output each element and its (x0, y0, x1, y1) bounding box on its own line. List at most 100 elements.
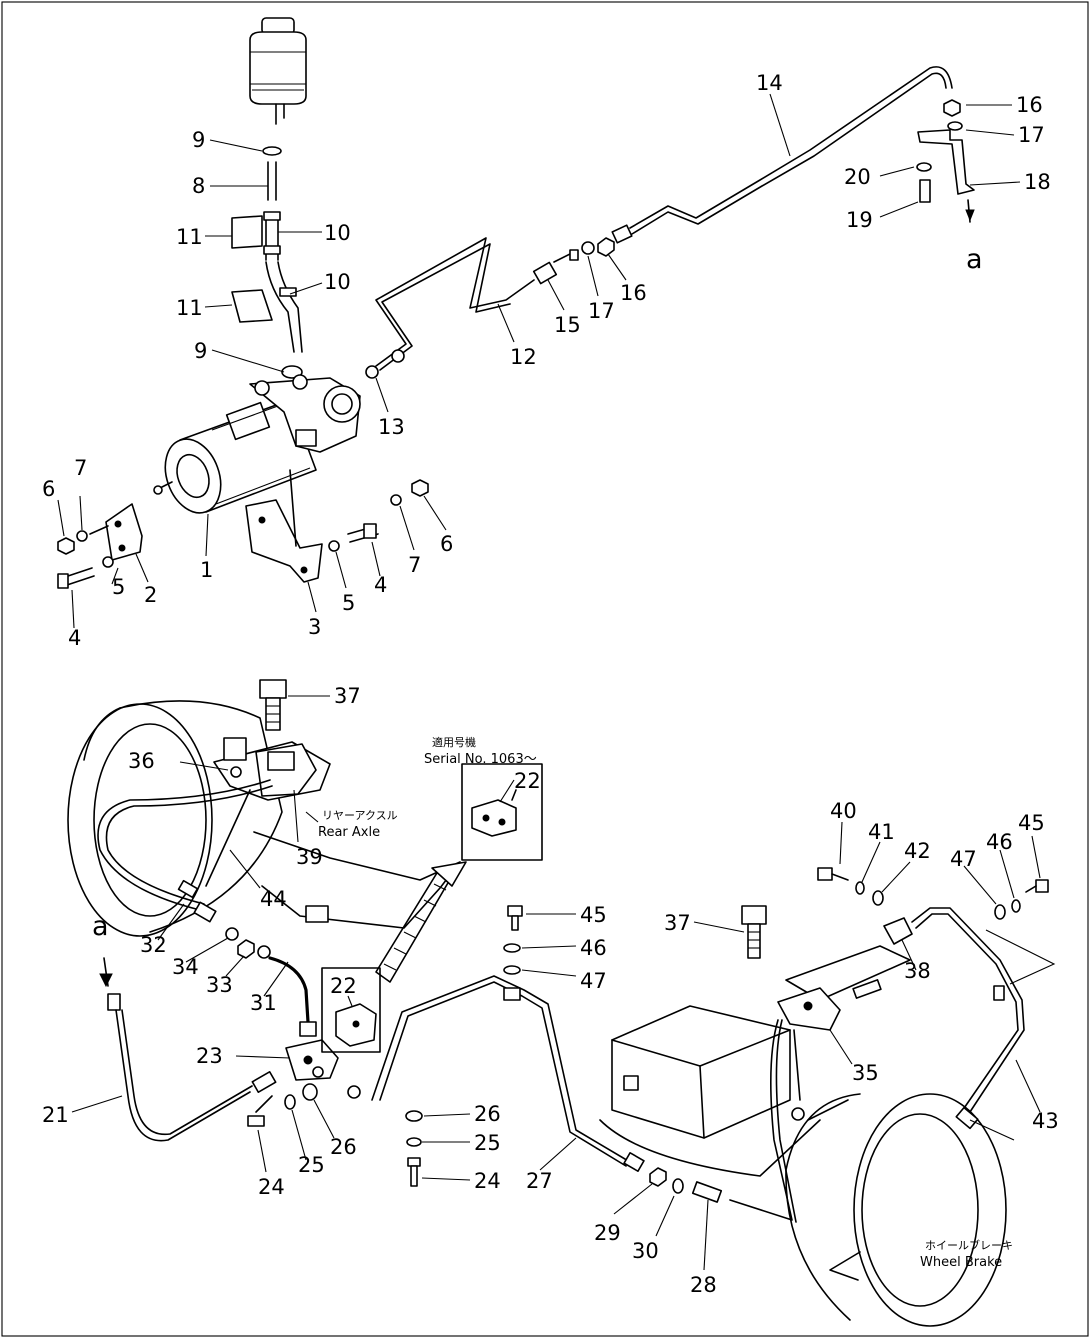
callout-16-mid: 16 (620, 281, 647, 305)
callout-8: 8 (192, 174, 205, 198)
wheel-brake-leader (829, 1251, 861, 1281)
callout-5-left: 5 (112, 575, 125, 599)
callout-22-inset: 22 (514, 769, 541, 793)
fitting-13 (365, 365, 379, 379)
callout-46-right: 46 (986, 830, 1013, 854)
callout-9-top: 9 (192, 128, 205, 152)
hardware-24-26-col (405, 1110, 423, 1187)
callout-10-bottom: 10 (324, 270, 351, 294)
tee-38 (883, 917, 913, 945)
callout-4-right: 4 (374, 573, 387, 597)
callout-21: 21 (42, 1103, 69, 1127)
callout-6-right: 6 (440, 532, 453, 556)
joint-15 (532, 261, 558, 285)
washer-5-right (328, 540, 340, 552)
brake-pipe-32 (97, 779, 273, 923)
callout-5-right: 5 (342, 591, 355, 615)
callout-37-left: 37 (334, 684, 361, 708)
callout-10-top: 10 (324, 221, 351, 245)
bolts-nuts-right (328, 479, 429, 552)
brake-pipe-14 (629, 66, 953, 235)
washer-42 (872, 890, 884, 906)
callout-26-left: 26 (330, 1135, 357, 1159)
callout-33: 33 (206, 973, 233, 997)
callout-18: 18 (1024, 170, 1051, 194)
washer-26-left (302, 1083, 318, 1101)
leader-lines (57, 93, 1041, 1271)
callout-15: 15 (554, 313, 581, 337)
fittings-28-30 (649, 1167, 723, 1203)
callout-13: 13 (378, 415, 405, 439)
bolt-45-mid-head (507, 905, 523, 917)
callout-36: 36 (128, 749, 155, 773)
brake-pipe-12 (365, 237, 535, 379)
junction-block-23 (285, 1039, 361, 1099)
callout-17-mid: 17 (588, 299, 615, 323)
brake-pipe-27 (371, 975, 645, 1172)
rear-axle-label: Rear Axle (318, 825, 380, 840)
callout-4-left: 4 (68, 626, 81, 650)
washer-47-mid (503, 965, 521, 975)
serial-inset-box (461, 763, 543, 861)
callout-11-top: 11 (176, 225, 203, 249)
callout-34: 34 (172, 955, 199, 979)
washer-7-right (390, 494, 402, 506)
fittings-31-34 (225, 927, 317, 1037)
callout-22-mid: 22 (330, 974, 357, 998)
brake-booster (153, 397, 317, 514)
callout-45-mid: 45 (580, 903, 607, 927)
reservoir-tank (249, 17, 307, 125)
nut-33 (237, 939, 255, 959)
reservoir-hose (262, 146, 303, 379)
callout-16-right: 16 (1016, 93, 1043, 117)
callout-9-bottom: 9 (194, 339, 207, 363)
callout-11-bottom: 11 (176, 296, 203, 320)
callout-42: 42 (904, 839, 931, 863)
mounting-bracket-3 (245, 469, 323, 583)
washer-46-mid (503, 943, 521, 953)
wheel-brake-jp: ホイールブレーキ (925, 1238, 1013, 1252)
callout-14: 14 (756, 71, 783, 95)
callout-40: 40 (830, 799, 857, 823)
bracket-22-mid (321, 967, 381, 1053)
valve-bracket-36 (213, 737, 331, 801)
washer-25-left (284, 1094, 296, 1110)
mounting-bracket-2 (105, 503, 143, 561)
callout-30: 30 (632, 1239, 659, 1263)
brake-pipe-21 (99, 957, 277, 1142)
washer-17-right (947, 121, 963, 131)
nut-16 (597, 237, 615, 257)
washer-5-left (102, 556, 114, 568)
callout-47-right: 47 (950, 847, 977, 871)
washer-25-col (406, 1137, 422, 1147)
rear-axle-leader (305, 811, 319, 823)
nut-6-right (411, 479, 429, 497)
callout-46-mid: 46 (580, 936, 607, 960)
ref-mark-a-bottom: a (92, 911, 109, 942)
callout-25-left: 25 (298, 1153, 325, 1177)
washer-20 (916, 162, 932, 172)
bolt-24-col-head (407, 1157, 421, 1167)
right-wheel-drum (785, 1093, 1007, 1327)
washer-34 (225, 927, 239, 941)
ref-mark-a-top: a (966, 244, 983, 275)
rear-axle-jp: リヤーアクスル (322, 809, 398, 822)
callout-1: 1 (200, 558, 213, 582)
callout-27: 27 (526, 1169, 553, 1193)
wheel-brake-label: Wheel Brake (920, 1255, 1002, 1270)
differential-housing (599, 1005, 821, 1177)
callout-7-left: 7 (74, 456, 87, 480)
callout-3: 3 (308, 615, 321, 639)
callout-2: 2 (144, 583, 157, 607)
washer-30 (672, 1178, 684, 1194)
callout-35: 35 (852, 1061, 879, 1085)
hardware-45-47-mid (503, 905, 523, 975)
left-wheel-drum (67, 700, 283, 937)
callout-25-col: 25 (474, 1131, 501, 1155)
callout-24-left: 24 (258, 1175, 285, 1199)
nut-29 (649, 1167, 667, 1187)
washer-41 (855, 881, 865, 895)
serial-note-jp: 適用号機 (432, 735, 476, 749)
